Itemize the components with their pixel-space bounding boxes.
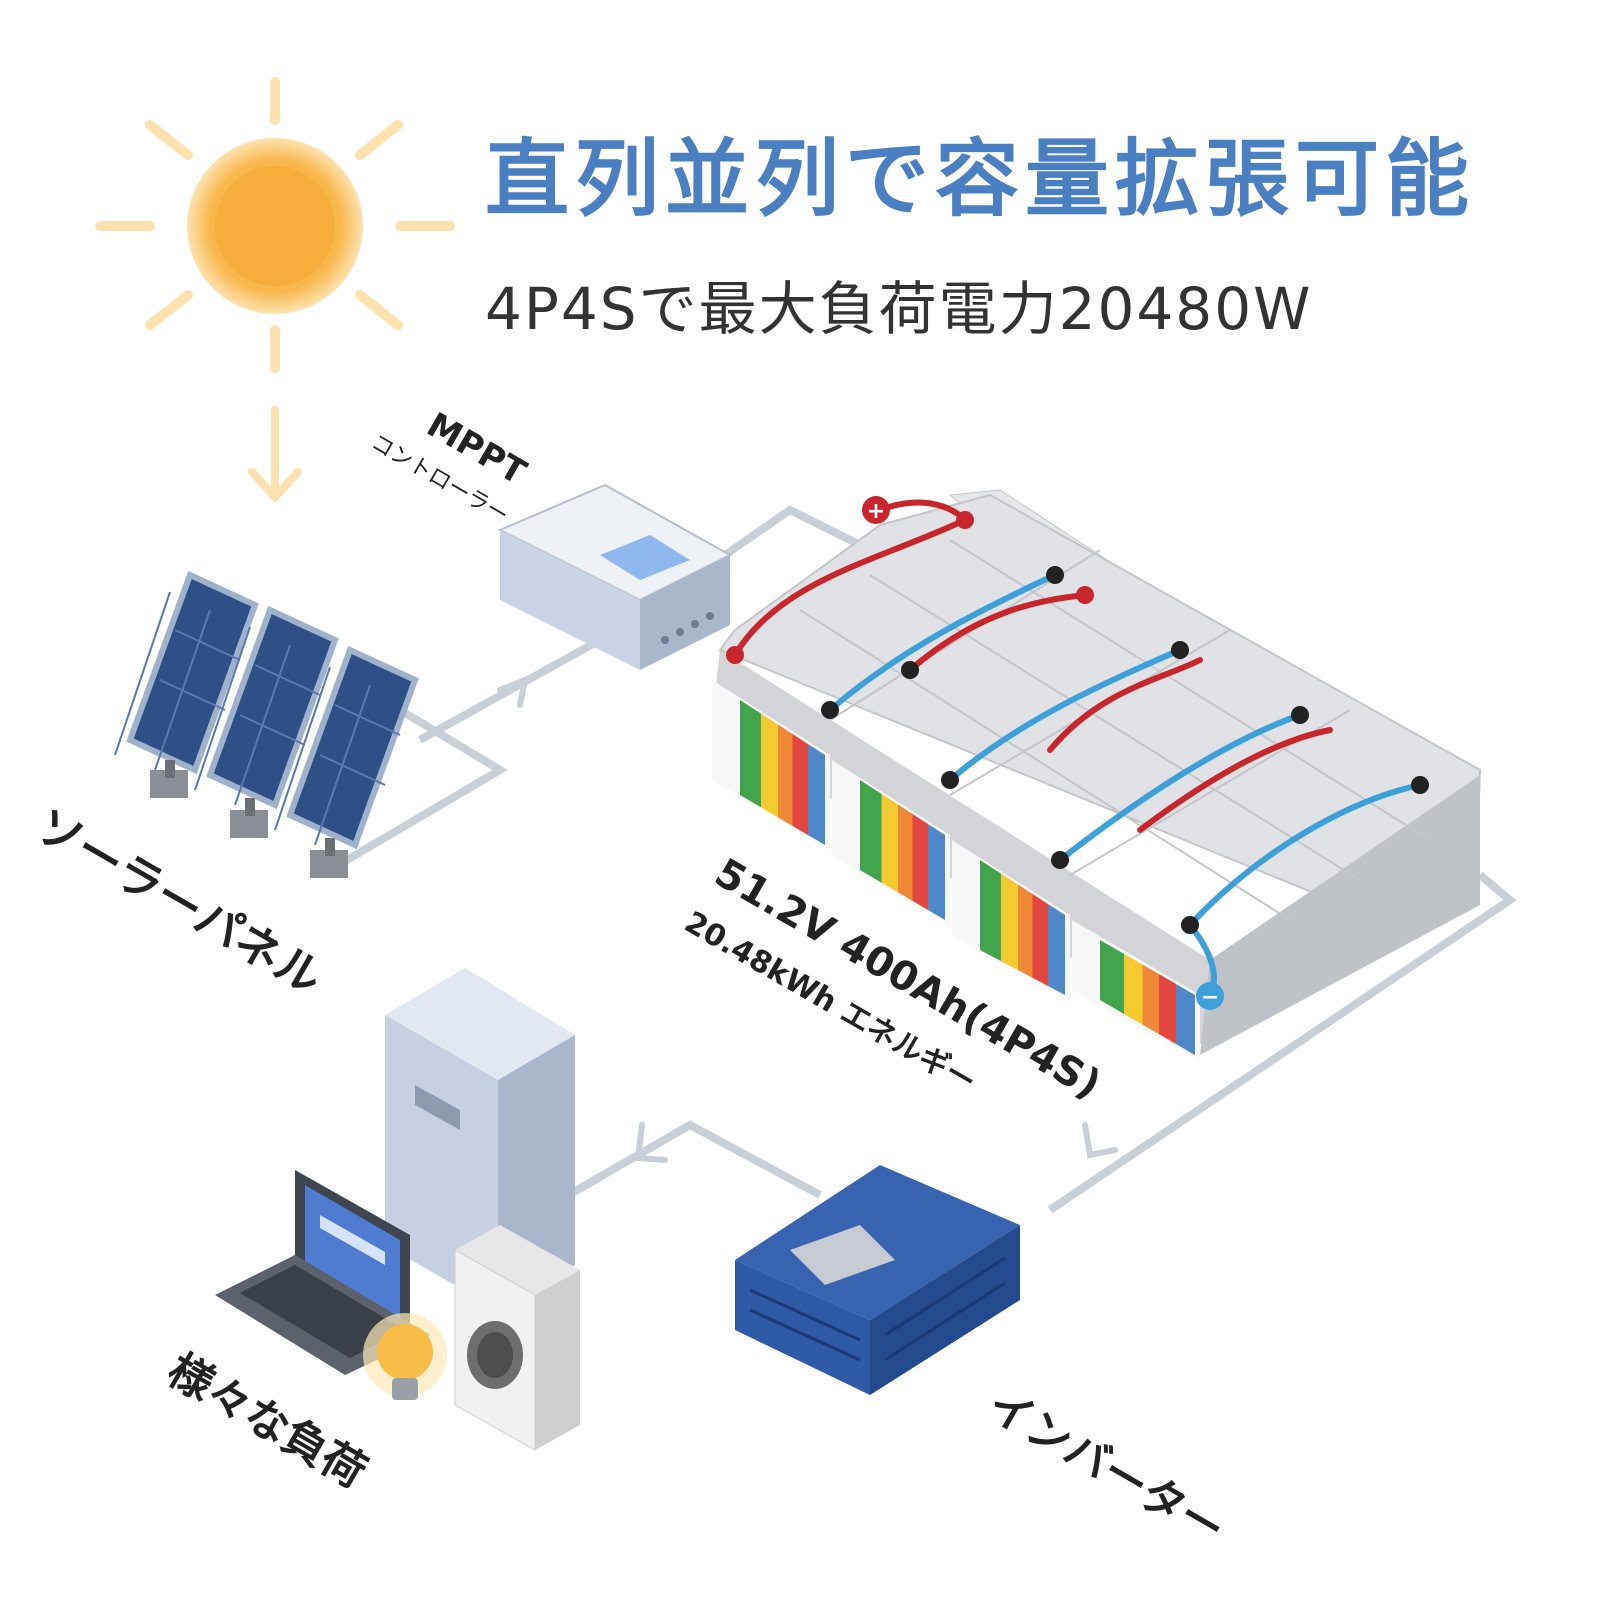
positive-terminal-icon: +	[862, 496, 890, 524]
positive-symbol: +	[867, 499, 885, 524]
negative-terminal-icon: −	[1196, 982, 1224, 1010]
page-title: 直列並列で容量拡張可能	[485, 130, 1476, 228]
solar-panel	[274, 645, 419, 878]
battery-pack: + −	[712, 489, 1482, 1060]
inverter	[735, 1165, 1020, 1395]
page-subtitle: 4P4Sで最大負荷電力20480W	[485, 275, 1313, 343]
battery-front	[952, 840, 1070, 1000]
terminal-posts	[726, 511, 1429, 934]
negative-symbol: −	[1201, 985, 1219, 1010]
solar-panel	[114, 570, 259, 798]
mppt-controller	[497, 483, 733, 670]
washing-machine	[454, 1225, 580, 1451]
wiring	[327, 505, 1517, 1214]
solar-panel	[194, 605, 339, 838]
refrigerator	[385, 968, 575, 1310]
battery-front	[1072, 920, 1200, 1060]
sun-icon	[95, 77, 455, 373]
battery-front	[832, 760, 950, 925]
lightbulb-icon	[363, 1313, 447, 1400]
solar-panel-array	[114, 570, 419, 878]
arrow-down-icon	[248, 406, 302, 503]
battery-front	[712, 680, 830, 850]
flow-arrow-icon	[497, 675, 1118, 1163]
